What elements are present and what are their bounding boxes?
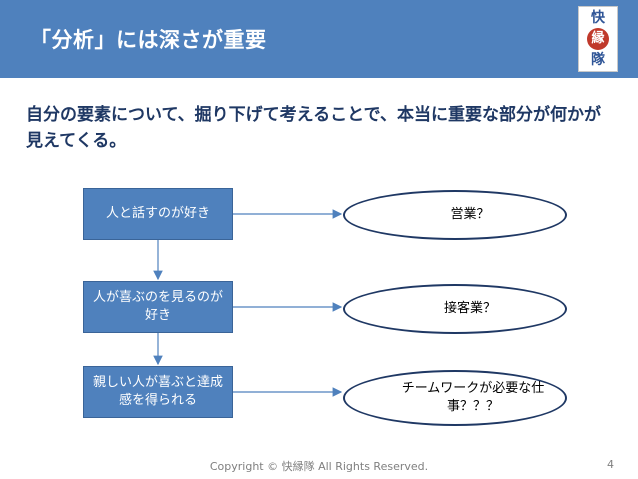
logo: 快 縁 隊 [578, 6, 618, 72]
logo-char-bottom: 隊 [591, 52, 605, 69]
job-ellipse-1: 営業？ [343, 190, 567, 240]
reason-box-1: 人と話すのが好き [83, 188, 233, 240]
job-ellipse-2: 接客業？ [343, 284, 567, 334]
page-number: 4 [607, 458, 614, 471]
logo-char-middle: 縁 [587, 27, 609, 50]
job-ellipse-3: チームワークが必要な仕事？？？ [343, 370, 567, 426]
intro-text: 自分の要素について、掘り下げて考えることで、本当に重要な部分が何かが見えてくる。 [26, 105, 601, 151]
reason-box-2: 人が喜ぶのを見るのが好き [83, 281, 233, 333]
reason-box-3: 親しい人が喜ぶと達成感を得られる [83, 366, 233, 418]
copyright-footer: Copyright © 快縁隊 All Rights Reserved. [209, 460, 429, 473]
logo-char-top: 快 [591, 9, 605, 26]
slide-header: 「分析」には深さが重要 快 縁 隊 [0, 0, 638, 78]
slide-title: 「分析」には深さが重要 [30, 28, 267, 52]
